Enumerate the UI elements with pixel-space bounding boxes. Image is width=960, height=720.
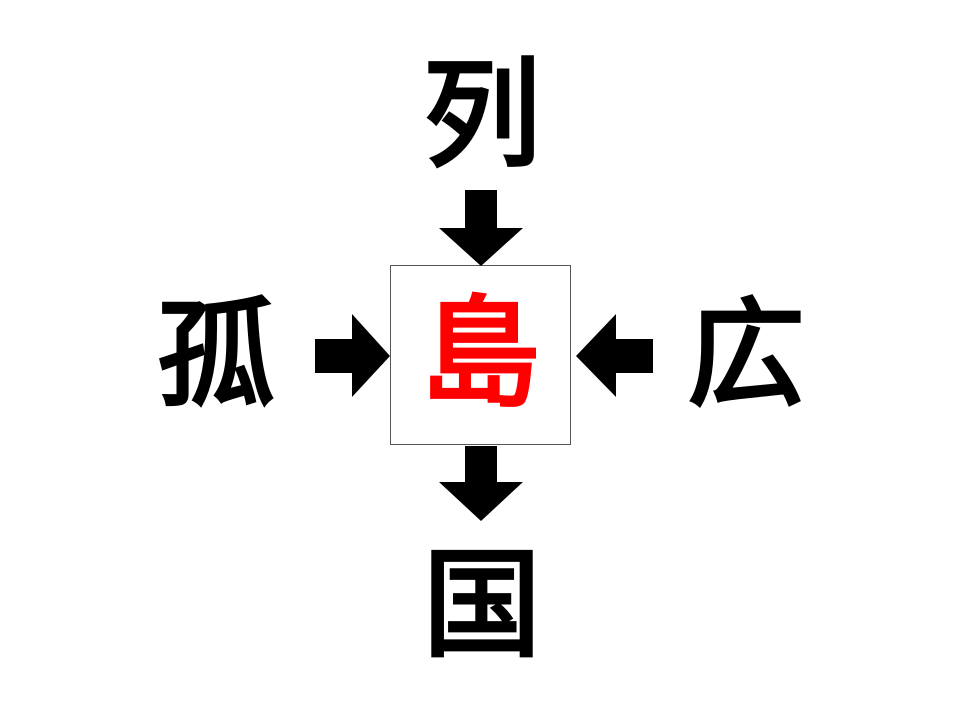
answer-kanji: 島 xyxy=(420,285,541,424)
top-kanji: 列 xyxy=(422,46,541,184)
arrow-down-top-icon xyxy=(439,190,523,266)
left-kanji: 孤 xyxy=(156,286,275,424)
bottom-kanji: 国 xyxy=(422,536,541,674)
arrow-left-right-icon xyxy=(576,314,653,397)
arrow-down-bottom-icon xyxy=(439,446,523,521)
right-kanji: 広 xyxy=(686,286,805,424)
answer-box: 島 xyxy=(390,265,571,445)
arrow-right-left-icon xyxy=(315,314,390,397)
